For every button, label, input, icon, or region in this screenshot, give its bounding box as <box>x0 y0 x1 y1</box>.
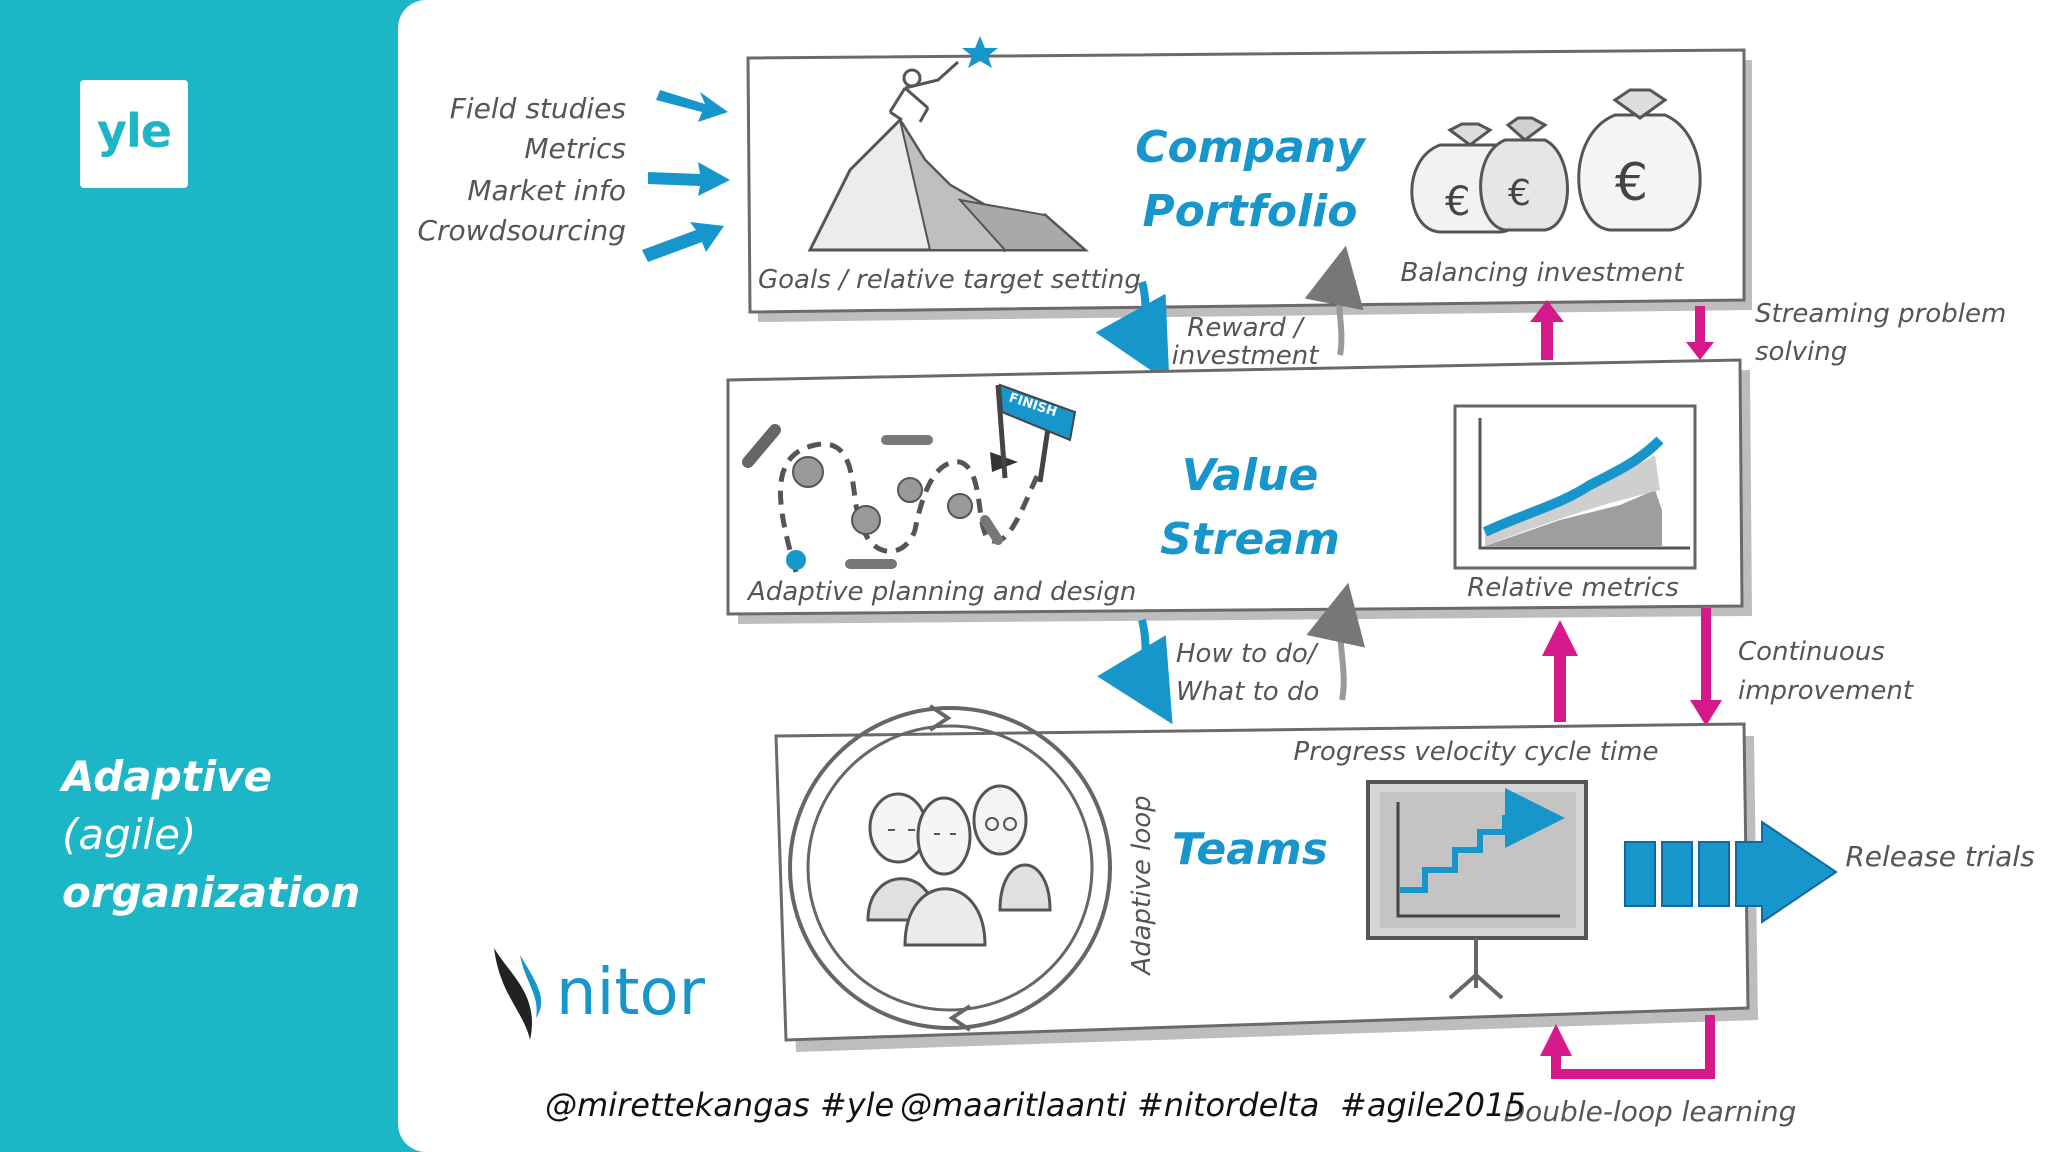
handle-yle: @mirettekangas #yle <box>545 1086 894 1124</box>
svg-text:€: € <box>1445 179 1470 225</box>
double-loop-arrow: Double-loop learning <box>1504 1015 1797 1128</box>
relative-metrics-chart-icon <box>1453 404 1697 570</box>
svg-text:€: € <box>1615 153 1648 213</box>
value-stream-panel: FINISH Value Stream Adaptive planning an… <box>726 358 1752 624</box>
loop-caption: Adaptive loop <box>1127 795 1157 976</box>
teams-panel: Adaptive loop Teams Progress velocity cy… <box>774 704 1838 1052</box>
input-list: Field studies Metrics Market info Crowds… <box>417 92 626 247</box>
yle-logo-text: yle <box>97 104 172 158</box>
progress-monitor-icon <box>1366 780 1588 1000</box>
money-bags-icon: € € € <box>1410 88 1702 234</box>
howto-label-line1: How to do/ <box>1176 639 1320 669</box>
portfolio-title-line2: Portfolio <box>1143 186 1358 237</box>
reward-label-line1: Reward / <box>1187 313 1306 343</box>
input-metrics: Metrics <box>524 132 626 165</box>
nitor-logo: nitor <box>494 948 706 1040</box>
footer-handles: @mirettekangas #yle @maaritlaanti #nitor… <box>545 1086 1526 1124</box>
reward-label-line2: investment <box>1172 341 1320 371</box>
slide-title-line1: Adaptive <box>62 752 273 801</box>
stream-teams-magenta-arrows: Continuous improvement <box>1542 608 1914 726</box>
howto-label-line2: What to do <box>1176 677 1319 707</box>
investment-caption: Balancing investment <box>1401 258 1685 288</box>
reward-investment-arrows: Reward / investment <box>1095 245 1364 383</box>
mountain-goal-icon <box>807 36 1089 253</box>
streaming-label-line2: solving <box>1755 337 1847 367</box>
progress-caption: Progress velocity cycle time <box>1294 737 1659 767</box>
input-arrows <box>642 90 730 262</box>
planning-caption: Adaptive planning and design <box>746 577 1136 607</box>
double-loop-label: Double-loop learning <box>1504 1095 1797 1128</box>
continuous-label-line2: improvement <box>1738 676 1914 706</box>
sidebar: yle Adaptive (agile) organization <box>0 0 400 1152</box>
value-stream-title-line1: Value <box>1182 450 1319 501</box>
metrics-caption: Relative metrics <box>1467 573 1679 603</box>
input-arrow-1 <box>656 90 728 122</box>
nitor-logo-text: nitor <box>556 956 706 1030</box>
input-arrow-3 <box>642 222 724 262</box>
yle-logo[interactable]: yle <box>80 80 188 188</box>
handle-nitor: @maaritlaanti #nitordelta <box>900 1086 1319 1124</box>
planning-path-icon: FINISH <box>742 383 1077 573</box>
slide-title-line2: (agile) <box>62 810 197 859</box>
input-market-info: Market info <box>467 174 626 207</box>
continuous-label-line1: Continuous <box>1738 637 1885 667</box>
release-caption: Release trials <box>1845 840 2034 873</box>
slide-title-line3: organization <box>62 868 361 917</box>
teams-title: Teams <box>1172 824 1328 875</box>
portfolio-title-line1: Company <box>1135 122 1367 173</box>
goals-caption: Goals / relative target setting <box>758 265 1141 295</box>
team-people-icon <box>866 784 1052 947</box>
streaming-label-line1: Streaming problem <box>1755 299 2006 329</box>
svg-text:€: € <box>1508 173 1531 214</box>
input-arrow-2 <box>648 162 730 196</box>
release-arrow-icon <box>1624 820 1838 924</box>
input-field-studies: Field studies <box>450 92 626 125</box>
hashtag-agile2015: #agile2015 <box>1340 1086 1526 1124</box>
company-portfolio-panel: Company Portfolio Goals / relative targe… <box>746 36 1752 322</box>
star-icon <box>962 36 998 68</box>
input-crowdsourcing: Crowdsourcing <box>417 214 626 247</box>
adaptive-loop-icon <box>788 704 1112 1032</box>
howto-arrows: How to do/ What to do <box>1097 582 1366 725</box>
slide-title: Adaptive (agile) organization <box>62 748 360 922</box>
value-stream-title-line2: Stream <box>1160 514 1340 565</box>
portfolio-stream-magenta-arrows: Streaming problem solving <box>1530 299 2006 367</box>
